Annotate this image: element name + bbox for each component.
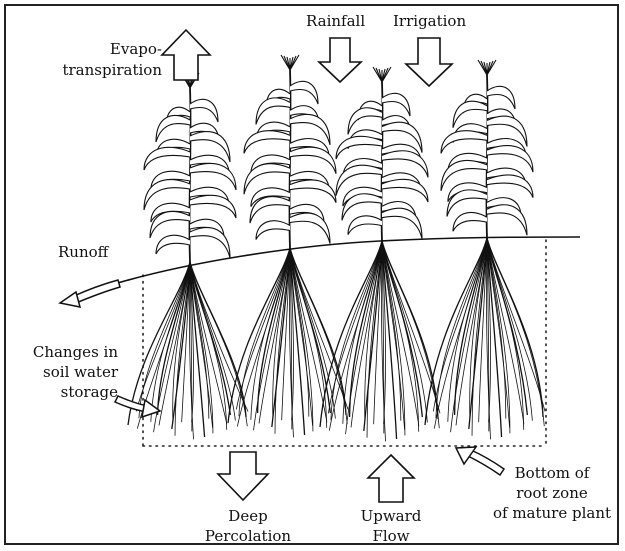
corn-plant [320, 67, 440, 441]
upward-flow-arrow-icon [368, 455, 414, 502]
evapotranspiration-arrow-icon [162, 30, 210, 80]
bottom-root-zone-label-line1: Bottom of [496, 464, 608, 483]
bottom-root-zone-label-line2: root zone [496, 484, 608, 503]
storage-label-line3: storage [14, 383, 118, 402]
storage-label-line2: soil water [14, 363, 118, 382]
deep-percolation-arrow-icon [218, 452, 268, 500]
irrigation-arrow-icon [406, 38, 452, 86]
deep-percolation-label-line1: Deep [198, 507, 298, 526]
runoff-arrow-icon [60, 280, 120, 307]
evapo-label-line2: transpiration [56, 61, 162, 80]
irrigation-label: Irrigation [393, 12, 466, 31]
deep-percolation-label-line2: Percolation [198, 527, 298, 546]
corn-plants [128, 55, 545, 441]
bottom-root-zone-label-line3: of mature plant [488, 504, 616, 523]
corn-plant [425, 60, 545, 439]
rainfall-label: Rainfall [306, 12, 365, 31]
upward-flow-label-line1: Upward [346, 507, 436, 526]
corn-plant [128, 73, 248, 439]
storage-label-line1: Changes in [14, 343, 118, 362]
evapo-label-line1: Evapo- [66, 40, 162, 59]
corn-plant [228, 55, 348, 437]
upward-flow-label-line2: Flow [346, 527, 436, 546]
soil-storage-arrow-icon [115, 396, 160, 417]
runoff-label: Runoff [58, 243, 108, 262]
rainfall-arrow-icon [319, 38, 361, 82]
